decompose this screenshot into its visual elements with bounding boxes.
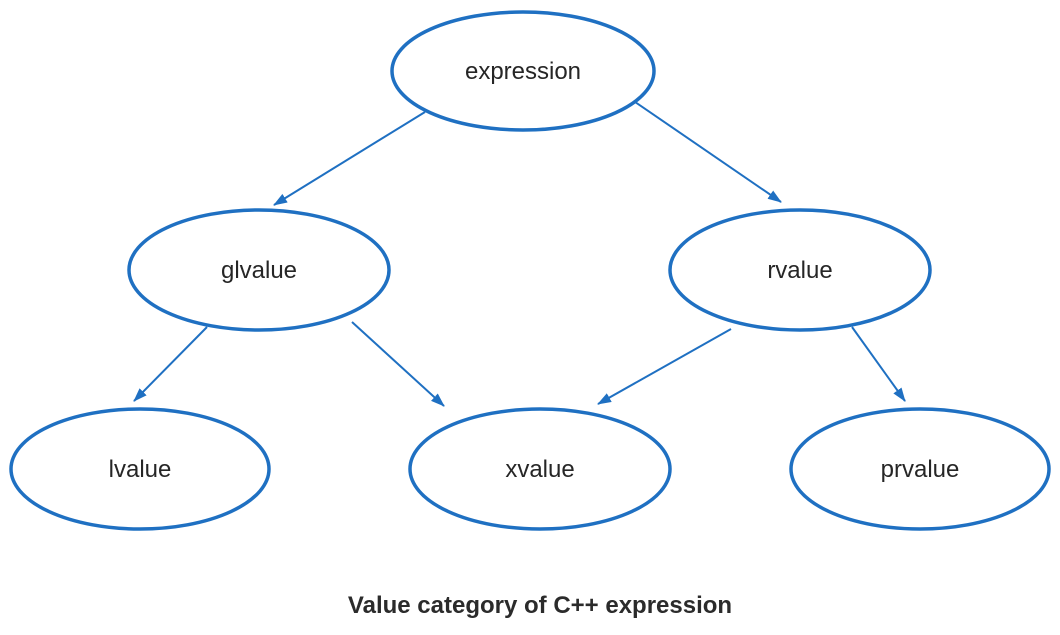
node-prvalue-label: prvalue — [881, 456, 960, 483]
node-rvalue-label: rvalue — [767, 257, 832, 284]
edge-group — [133, 92, 906, 407]
node-rvalue: rvalue — [668, 208, 932, 332]
edge-glvalue-xvalue — [351, 321, 445, 407]
node-glvalue: glvalue — [127, 208, 391, 332]
node-lvalue-label: lvalue — [109, 456, 172, 483]
edge-rvalue-xvalue — [597, 328, 732, 405]
node-xvalue-label: xvalue — [505, 456, 574, 483]
node-prvalue: prvalue — [789, 407, 1051, 531]
edge-expression-rvalue — [621, 92, 782, 203]
node-group: expression glvalue rvalue lvalue xvalue — [9, 10, 1051, 531]
node-lvalue-shape — [9, 407, 271, 531]
node-expression-label: expression — [465, 58, 581, 85]
node-xvalue-shape — [408, 407, 672, 531]
node-xvalue: xvalue — [408, 407, 672, 531]
edge-rvalue-prvalue — [851, 326, 906, 402]
node-rvalue-shape — [668, 208, 932, 332]
node-prvalue-shape — [789, 407, 1051, 531]
node-expression-shape — [390, 10, 656, 132]
edge-expression-glvalue — [273, 111, 426, 206]
node-glvalue-label: glvalue — [221, 257, 297, 284]
edge-glvalue-lvalue — [133, 326, 208, 402]
node-lvalue: lvalue — [9, 407, 271, 531]
diagram-caption: Value category of C++ expression — [348, 592, 732, 619]
node-glvalue-shape — [127, 208, 391, 332]
node-expression: expression — [390, 10, 656, 132]
